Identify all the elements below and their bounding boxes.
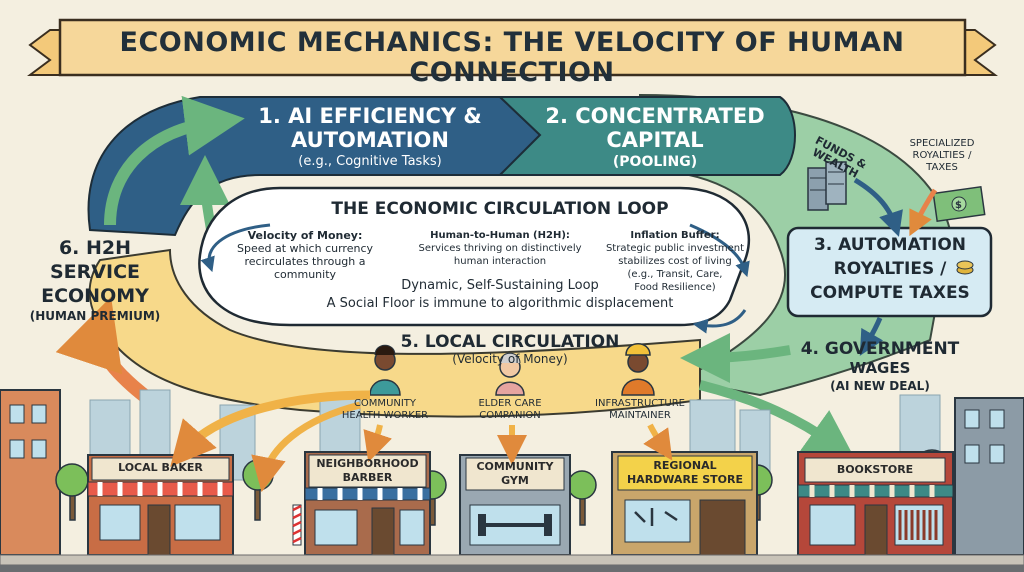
stage-3-title-line1: 3. AUTOMATION: [813, 235, 967, 255]
stage-1-subtitle: (e.g., Cognitive Tasks): [298, 154, 442, 169]
wages-to-bookstore-arrow: [698, 380, 856, 460]
loop-title: THE ECONOMIC CIRCULATION LOOP: [331, 199, 669, 219]
wages-to-local-arrow: [680, 332, 791, 383]
stage-2-subtitle: (POOLING): [612, 154, 698, 170]
royalties-label-line2: ROYALTIES /: [912, 150, 972, 161]
velocity-line1: Speed at which currency: [237, 242, 373, 255]
shop-bookstore-label: BOOKSTORE: [836, 463, 914, 476]
health-worker-figure: [369, 344, 401, 396]
h2h-line2: human interaction: [453, 256, 547, 267]
money-icon: $: [932, 185, 986, 223]
h2h-title: Human-to-Human (H2H):: [430, 230, 570, 241]
velocity-title: Velocity of Money:: [247, 229, 363, 242]
green-arrow-up-left: [104, 95, 245, 226]
street: [0, 565, 1024, 572]
teal-band-capital: [497, 96, 796, 176]
stage-6-title-line2: SERVICE: [50, 261, 140, 283]
arrow-to-hardware: [643, 423, 673, 461]
shop-hardware-label-line2: HARDWARE STORE: [626, 473, 744, 486]
central-loop: [198, 186, 751, 327]
shop-baker-label: LOCAL BAKER: [118, 461, 203, 474]
dumbbell-icon: [478, 514, 552, 536]
stage-6-subtitle: (HUMAN PREMIUM): [29, 309, 161, 323]
arrow-to-lamp: [251, 401, 361, 493]
shop-local-baker: [87, 454, 234, 556]
stage-6-title-line1: 6. H2H: [58, 237, 132, 259]
inflation-line1: Strategic public investment: [605, 243, 745, 254]
left-building: [0, 389, 61, 556]
stage-4-title-line2: WAGES: [849, 359, 911, 377]
shop-gym-label-line2: GYM: [501, 474, 529, 487]
stage-5-title: 5. LOCAL CIRCULATION: [400, 332, 620, 352]
loop-arrow-bottom: [692, 309, 747, 334]
royalties-to-wages-arrow: [859, 317, 884, 356]
stage-3-title-line3: COMPUTE TAXES: [810, 283, 970, 303]
inflation-line4: Food Resilience): [634, 282, 716, 293]
shop-community-gym: [459, 454, 571, 556]
h2h-line1: Services thriving on distinctively: [418, 243, 582, 254]
stage-4-subtitle: (AI NEW DEAL): [830, 379, 930, 393]
stage-1-title-line1: 1. AI EFFICIENCY &: [258, 104, 482, 128]
title-banner: [58, 18, 967, 77]
infrastructure-worker-figure: [621, 343, 655, 396]
shop-bookstore: [797, 451, 954, 556]
royalties-label-line1: SPECIALIZED: [909, 138, 975, 149]
worker-elder-line2: COMPANION: [479, 410, 541, 421]
loop-arrow-left: [200, 223, 271, 273]
shop-gym-label-line1: COMMUNITY: [476, 460, 554, 473]
elder-care-figure: [495, 352, 525, 396]
shop-barber-label-line2: BARBER: [342, 471, 393, 484]
royalties-arrow: [909, 188, 938, 237]
svg-text:$: $: [955, 200, 962, 211]
inflation-line2: stabilizes cost of living: [618, 256, 732, 267]
shop-barber-label-line1: NEIGHBORHOOD: [316, 457, 419, 470]
loop-dynamic: Dynamic, Self-Sustaining Loop: [401, 278, 599, 293]
inflation-line3: (e.g., Transit, Care,: [627, 269, 723, 280]
loop-arrow-right: [689, 223, 750, 278]
stage-2-title-line1: 2. CONCENTRATED: [545, 104, 765, 128]
loop-social-floor: A Social Floor is immune to algorithmic …: [326, 296, 674, 311]
stage-3-title-line2: ROYALTIES /: [833, 259, 947, 279]
arrow-to-baker: [170, 390, 371, 467]
page-title: ECONOMIC MECHANICS: THE VELOCITY OF HUMA…: [119, 27, 905, 88]
worker-infra-line2: MAINTAINER: [609, 410, 671, 421]
coins-icon: [956, 260, 974, 275]
worker-health-line2: HEALTH WORKER: [341, 410, 429, 421]
worker-health-line1: COMMUNITY: [353, 398, 417, 409]
stage-5-subtitle: (Velocity of Money): [452, 352, 568, 366]
stage-4-title-line1: 4. GOVERNMENT: [800, 339, 960, 359]
shop-regional-hardware: [611, 451, 758, 556]
stage-1-title-line2: AUTOMATION: [291, 128, 449, 152]
velocity-line3: community: [273, 268, 337, 281]
velocity-line2: recirculates through a: [244, 255, 366, 268]
worker-elder-line1: ELDER CARE: [478, 398, 542, 409]
worker-infra-line1: INFRASTRUCTURE: [595, 398, 685, 409]
orange-arrow-left: [55, 296, 155, 406]
arrow-to-barber: [363, 424, 392, 463]
sidewalk: [0, 554, 1024, 566]
stage-2-title-line2: CAPITAL: [606, 128, 704, 152]
server-icon: [807, 161, 847, 211]
shop-hardware-label-line1: REGIONAL: [653, 459, 717, 472]
inflation-title: Inflation Buffer:: [630, 230, 720, 241]
funds-arrow: [853, 177, 903, 237]
royalties-label-line3: TAXES: [926, 162, 958, 173]
stage-6-title-line3: ECONOMY: [41, 285, 149, 307]
